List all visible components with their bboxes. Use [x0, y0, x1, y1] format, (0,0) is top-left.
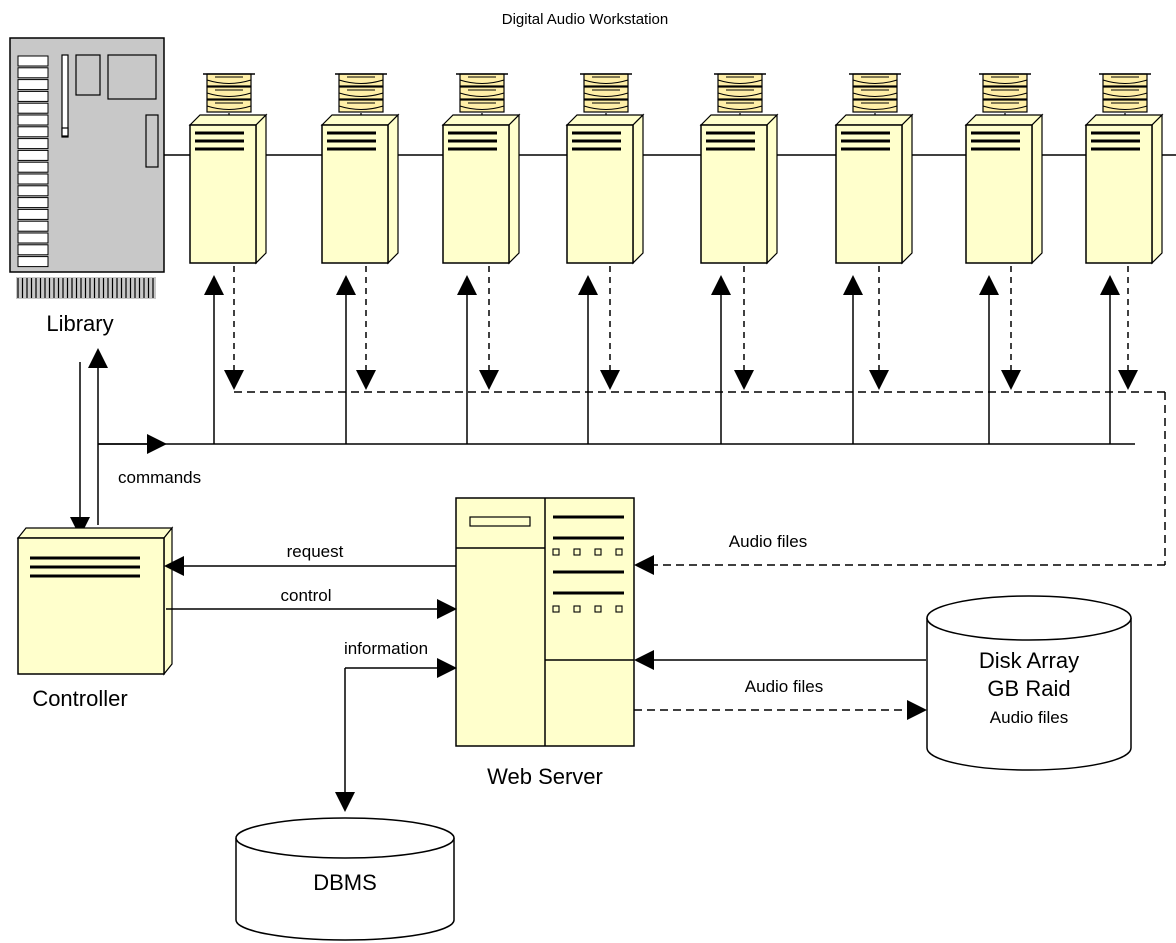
- workstation-tower-icon: [1084, 113, 1164, 265]
- workstation: [834, 73, 914, 444]
- disk-array-title: Disk Array: [979, 648, 1079, 673]
- web-server-icon: [455, 497, 635, 747]
- dbms-cylinder: [235, 817, 455, 941]
- workstation-group: [188, 73, 1164, 444]
- disk-array-subtitle: GB Raid: [987, 676, 1070, 701]
- diagram-title: Digital Audio Workstation: [502, 11, 668, 28]
- library-label: Library: [46, 311, 113, 336]
- disk-stack-icon: [979, 73, 1031, 115]
- workstation: [320, 73, 400, 444]
- disk-stack-icon: [1099, 73, 1151, 115]
- audio-files-top-label: Audio files: [729, 532, 807, 551]
- workstation: [565, 73, 645, 444]
- disk-stack-icon: [849, 73, 901, 115]
- information-label: information: [344, 639, 428, 658]
- workstation-tower-icon: [320, 113, 400, 265]
- controller-server-icon: [16, 526, 174, 676]
- disk-stack-icon: [714, 73, 766, 115]
- workstation-tower-icon: [565, 113, 645, 265]
- disk-array-caption: Audio files: [990, 708, 1068, 727]
- disk-array-cylinder: [926, 595, 1132, 771]
- workstation-tower-icon: [834, 113, 914, 265]
- disk-stack-icon: [580, 73, 632, 115]
- web-server-label: Web Server: [487, 764, 603, 789]
- disk-stack-icon: [456, 73, 508, 115]
- workstation: [441, 73, 521, 444]
- workstation: [964, 73, 1044, 444]
- workstation: [1084, 73, 1164, 444]
- control-label: control: [280, 586, 331, 605]
- workstation-tower-icon: [188, 113, 268, 265]
- audio-files-bottom-label: Audio files: [745, 677, 823, 696]
- workstation-tower-icon: [964, 113, 1044, 265]
- commands-label: commands: [118, 468, 201, 487]
- request-label: request: [287, 542, 344, 561]
- disk-stack-icon: [335, 73, 387, 115]
- disk-stack-icon: [203, 73, 255, 115]
- workstation-tower-icon: [699, 113, 779, 265]
- workstation-tower-icon: [441, 113, 521, 265]
- workstation: [699, 73, 779, 444]
- library-unit: [9, 37, 165, 299]
- dbms-label: DBMS: [313, 870, 377, 895]
- workstation: [188, 73, 268, 444]
- controller-label: Controller: [32, 686, 127, 711]
